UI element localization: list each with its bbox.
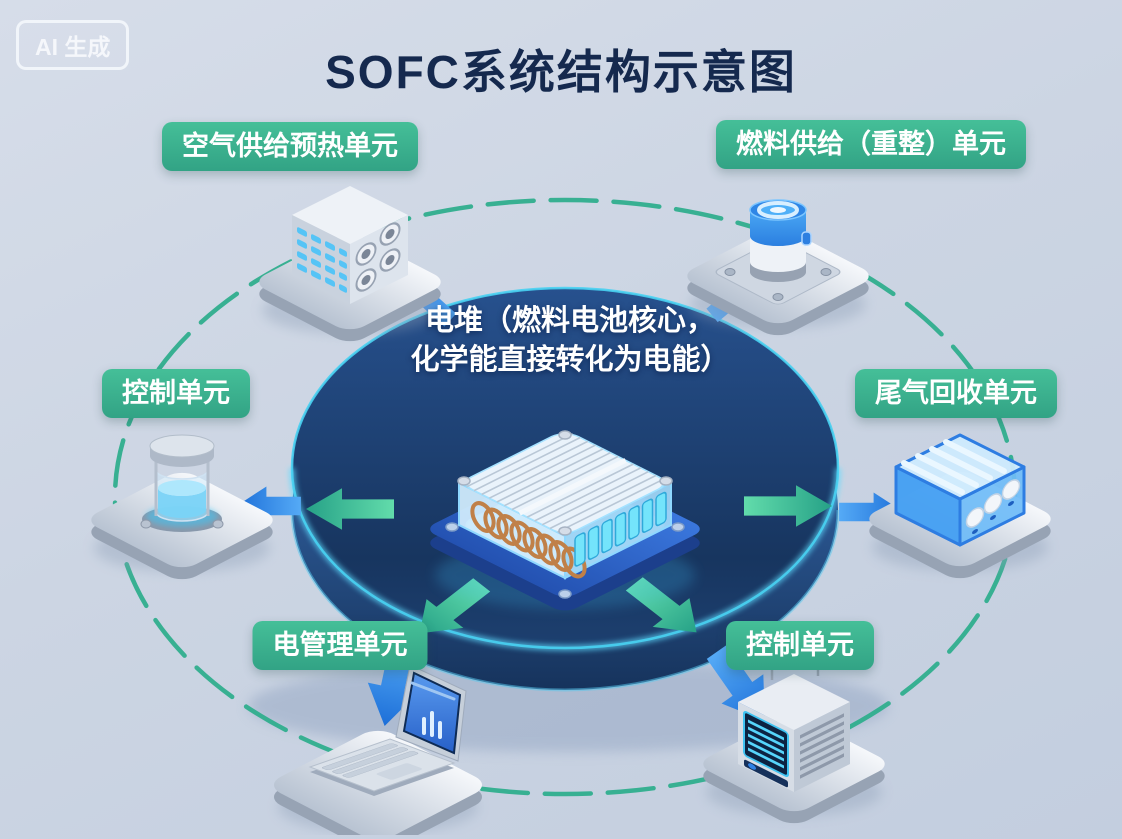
screen-chart bbox=[410, 681, 456, 739]
side-vents bbox=[800, 713, 844, 779]
liquid-tank-icon bbox=[91, 434, 273, 580]
top-slats bbox=[901, 439, 1007, 495]
ai-generated-badge: AI 生成 bbox=[16, 20, 130, 70]
unit-label-fuel-supply: 燃料供给（重整）单元 bbox=[716, 120, 1026, 169]
front-screen bbox=[743, 711, 789, 788]
stack-label-line1: 电堆（燃料电池核心， bbox=[424, 305, 715, 337]
keyboard bbox=[322, 743, 422, 780]
port-nozzles bbox=[355, 222, 401, 292]
stack-label-line2: 化学能直接转化为电能） bbox=[410, 344, 730, 376]
air-preheater-box-icon bbox=[259, 186, 441, 342]
exhaust-recovery-box-icon bbox=[869, 433, 1051, 579]
control-computer-icon bbox=[703, 640, 885, 824]
unit-label-power-management: 电管理单元 bbox=[252, 621, 428, 670]
page-title: SOFC系统结构示意图 bbox=[325, 46, 797, 98]
unit-label-exhaust-recovery: 尾气回收单元 bbox=[855, 369, 1057, 418]
vent-slats bbox=[297, 227, 347, 293]
stack-fins bbox=[466, 433, 664, 533]
stack-corner-posts bbox=[457, 430, 673, 536]
stack-label: 电堆（燃料电池核心， 化学能直接转化为电能） bbox=[378, 302, 762, 380]
fuel-cell-stack-icon bbox=[430, 430, 700, 611]
unit-label-control-left: 控制单元 bbox=[102, 369, 250, 418]
laptop-icon bbox=[273, 664, 483, 835]
fuel-reformer-cylinder-icon bbox=[687, 199, 869, 336]
front-knobs bbox=[965, 479, 1021, 534]
unit-label-control-bottom: 控制单元 bbox=[726, 621, 874, 670]
stack-cyan-cells bbox=[574, 491, 667, 567]
unit-label-air-preheat: 空气供给预热单元 bbox=[162, 122, 418, 171]
